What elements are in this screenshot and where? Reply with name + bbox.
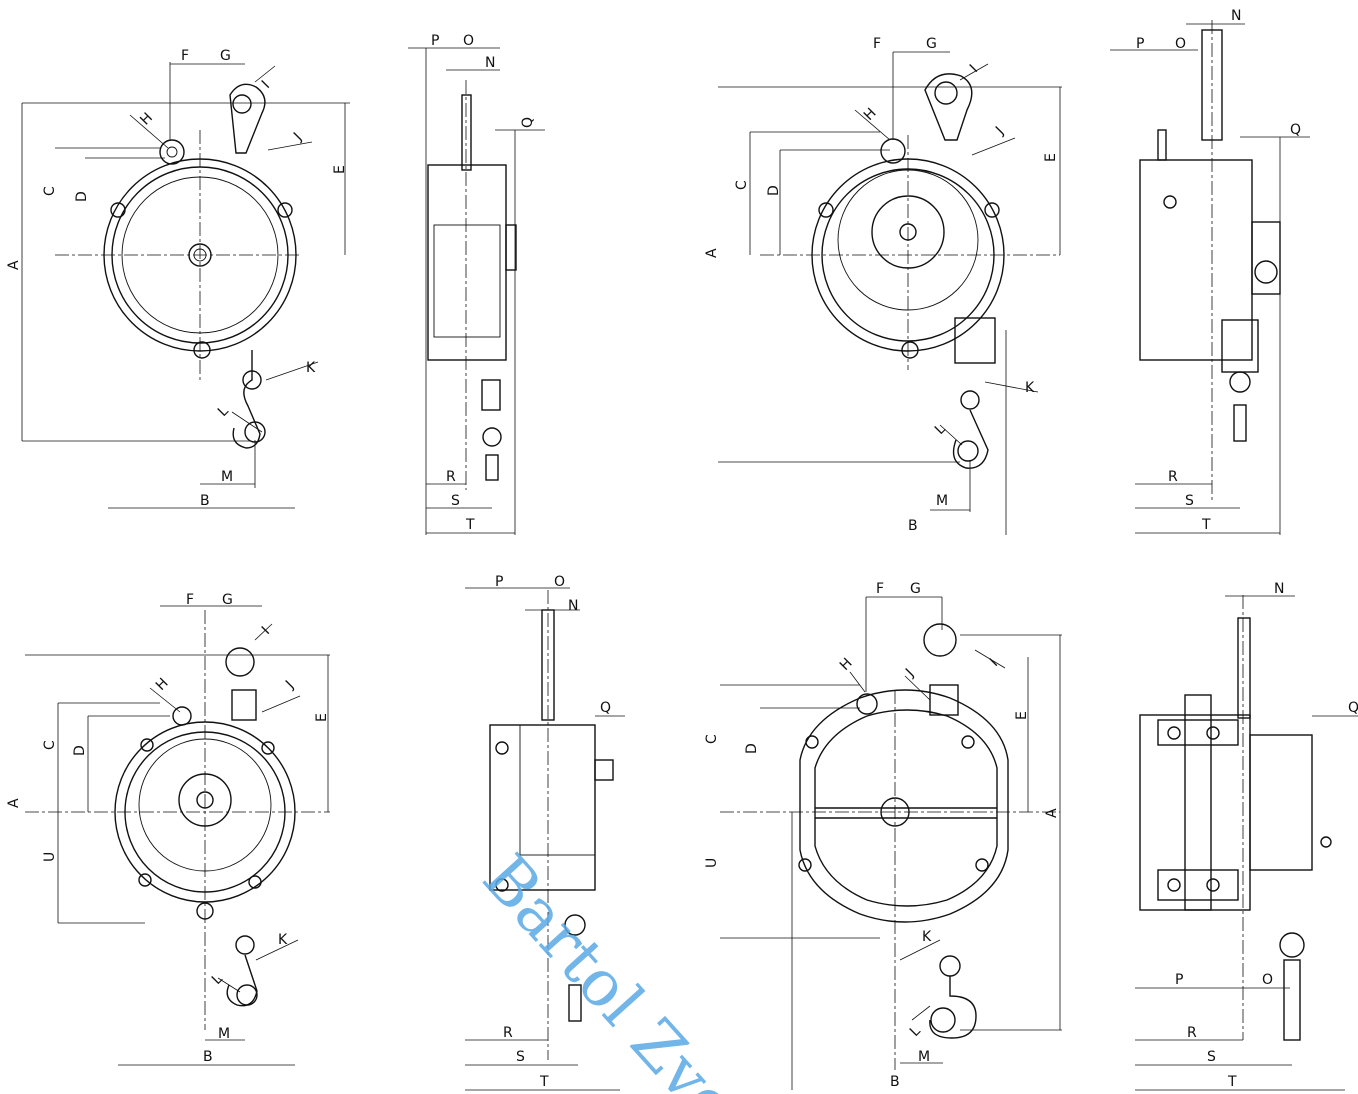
dim-label-b: B — [890, 1074, 900, 1090]
dim-label-j: J — [902, 666, 917, 681]
dim-label-q: Q — [1348, 700, 1358, 716]
dim-label-t: T — [539, 1074, 549, 1090]
dim-label-s: S — [516, 1049, 525, 1065]
dim-label-i: I — [259, 78, 273, 92]
dim-label-q: Q — [1290, 122, 1301, 138]
dim-label-l: L — [215, 403, 232, 420]
dim-label-b: B — [908, 518, 918, 534]
dim-label-s: S — [1185, 493, 1194, 509]
dim-label-g: G — [926, 36, 937, 52]
dim-label-l: L — [209, 971, 226, 988]
dim-label-o: O — [463, 33, 474, 49]
dim-label-a: A — [1044, 808, 1060, 818]
dim-label-n: N — [485, 55, 495, 71]
dim-label-c: C — [734, 180, 750, 190]
dim-label-r: R — [446, 469, 456, 485]
dim-label-a: A — [6, 798, 22, 808]
dim-label-n: N — [1231, 8, 1241, 24]
dim-label-i: I — [987, 656, 1001, 670]
dim-label-l: L — [932, 421, 949, 438]
dim-label-q: Q — [520, 117, 536, 128]
dim-label-m: M — [218, 1026, 230, 1042]
dim-label-p: P — [1136, 36, 1144, 52]
view-1-side: P O N Q R S T — [408, 33, 545, 535]
dim-label-f: F — [876, 581, 884, 597]
dim-label-i: I — [259, 624, 273, 638]
dim-label-l: L — [907, 1023, 924, 1040]
dim-label-a: A — [6, 260, 22, 270]
dim-label-g: G — [222, 592, 233, 608]
dim-label-o: O — [1262, 972, 1273, 988]
view-3-side: P O N Q R S T — [465, 574, 625, 1091]
dim-label-r: R — [1187, 1025, 1197, 1041]
dim-label-f: F — [181, 48, 189, 64]
dim-label-e: E — [1043, 153, 1059, 162]
dim-label-p: P — [1175, 972, 1183, 988]
dim-label-s: S — [451, 493, 460, 509]
dim-label-s: S — [1207, 1049, 1216, 1065]
dim-label-k: K — [922, 929, 932, 945]
dim-label-k: K — [278, 932, 288, 948]
dim-label-h: H — [837, 655, 856, 674]
dim-label-q: Q — [600, 700, 611, 716]
view-2-side: N P O Q R S T — [1110, 8, 1310, 535]
dim-label-h: H — [137, 110, 156, 129]
dim-label-a: A — [704, 248, 720, 258]
dim-label-t: T — [1201, 517, 1211, 533]
dim-label-c: C — [42, 740, 58, 750]
dim-label-n: N — [568, 598, 578, 614]
dim-label-f: F — [186, 592, 194, 608]
dim-label-j: J — [992, 124, 1007, 139]
dim-label-d: D — [74, 191, 90, 202]
dim-label-m: M — [936, 493, 948, 509]
dim-label-r: R — [503, 1025, 513, 1041]
dim-label-g: G — [910, 581, 921, 597]
dim-label-k: K — [1025, 380, 1035, 396]
view-4-front: F G H J I C D E A U K L M B — [704, 581, 1062, 1090]
dim-label-f: F — [873, 36, 881, 52]
dim-label-e: E — [332, 165, 348, 174]
dim-label-g: G — [220, 48, 231, 64]
dim-label-b: B — [200, 493, 210, 509]
dim-label-n: N — [1274, 581, 1284, 597]
dim-label-k: K — [306, 360, 316, 376]
dim-label-o: O — [1175, 36, 1186, 52]
dim-label-h: H — [861, 105, 880, 124]
dim-label-e: E — [1014, 711, 1030, 720]
dim-label-u: U — [42, 852, 58, 862]
dim-label-h: H — [153, 675, 172, 694]
view-3-front: F G I H J A C D E U K L M B — [6, 592, 330, 1066]
dim-label-j: J — [282, 678, 297, 693]
dim-label-p: P — [431, 33, 439, 49]
dim-label-r: R — [1168, 469, 1178, 485]
dim-label-b: B — [203, 1049, 213, 1065]
dim-label-d: D — [766, 185, 782, 196]
dim-label-u: U — [704, 858, 720, 868]
dim-label-t: T — [1227, 1074, 1237, 1090]
dim-label-d: D — [72, 745, 88, 756]
dim-label-m: M — [221, 469, 233, 485]
dim-label-m: M — [918, 1049, 930, 1065]
dim-label-d: D — [744, 743, 760, 754]
watermark: Bartol Zvo — [468, 841, 750, 1094]
dim-label-c: C — [42, 186, 58, 196]
dim-label-t: T — [465, 517, 475, 533]
view-1-front: F G H I J C D E A K L M B — [6, 48, 350, 509]
dim-label-e: E — [314, 713, 330, 722]
dim-label-j: J — [290, 130, 305, 145]
view-4-side: N Q P O R S T — [1135, 581, 1358, 1091]
view-2-front: F G H I J E C D A K L M B — [704, 36, 1062, 535]
dim-label-p: P — [495, 574, 503, 590]
dim-label-c: C — [704, 734, 720, 744]
dim-label-o: O — [554, 574, 565, 590]
